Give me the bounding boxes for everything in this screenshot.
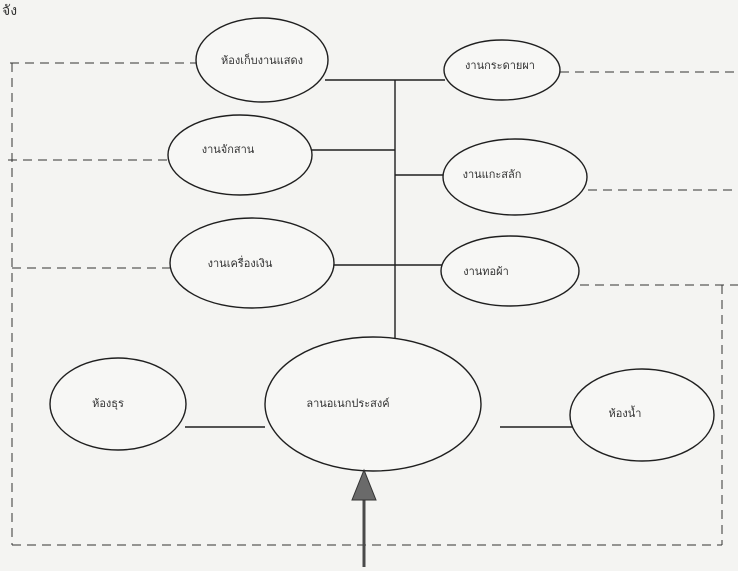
label-storage: ห้องเก็บงานแสดง — [221, 53, 303, 67]
bubble-multipurpose — [264, 336, 482, 472]
label-weaving: งานจักสาน — [202, 143, 255, 156]
bubble-woodcarving — [442, 138, 588, 216]
bubble-metalwork — [169, 217, 335, 309]
bubble-pottery — [443, 39, 561, 101]
label-restroom: ห้องน้ำ — [609, 405, 642, 420]
connection-lines — [185, 79, 575, 428]
label-multipurpose: ลานอเนกประสงค์ — [306, 397, 389, 410]
bubble-storage — [195, 17, 329, 103]
bubble-office — [49, 357, 187, 451]
header-text: จัง — [2, 3, 18, 19]
label-woodcarving: งานแกะสลัก — [463, 168, 522, 181]
bubble-weaving — [167, 114, 313, 196]
entrance-arrow — [351, 468, 377, 567]
label-textile: งานทอผ้า — [463, 265, 509, 278]
label-office: ห้องธุร — [92, 397, 124, 410]
bubble-textile — [440, 235, 580, 307]
bubble-restroom — [569, 368, 715, 462]
boundary-lines — [8, 62, 738, 546]
label-pottery: งานกระดายผา — [465, 59, 535, 72]
label-metalwork: งานเครื่องเงิน — [208, 255, 273, 270]
